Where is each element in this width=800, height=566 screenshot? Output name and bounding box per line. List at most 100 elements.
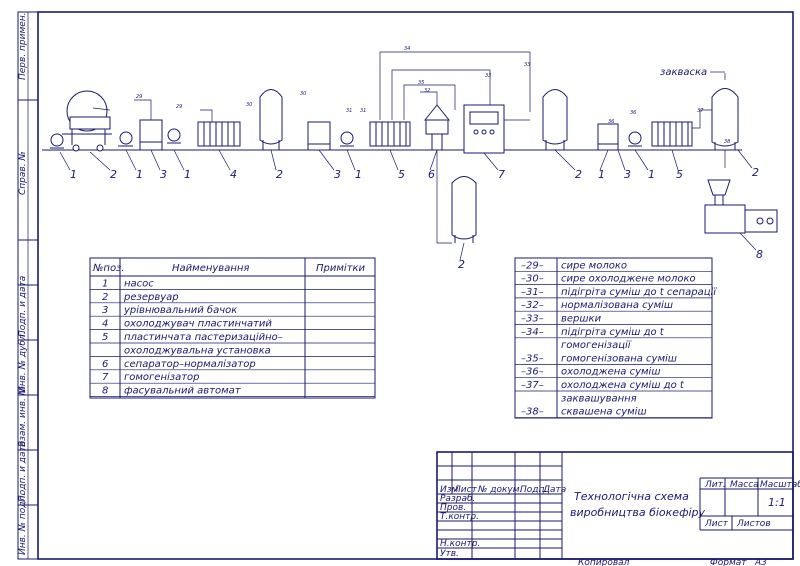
- legend-row-text: охолоджена суміш до t: [561, 379, 685, 391]
- equipment-row-name: пластинчата пастеризаційно–: [124, 331, 283, 343]
- margin-label-inv-podl: Инв. № подл.: [18, 493, 28, 555]
- equipment-number-label: 5: [398, 168, 405, 181]
- tb-listov: Листов: [736, 519, 771, 529]
- tb-format-value: А3: [754, 558, 767, 566]
- equipment-number-label: 3: [160, 168, 167, 181]
- stream-line-34: [391, 69, 491, 120]
- equipment-table-header-pos: №поз.: [92, 263, 125, 274]
- stream-number-tag: 37: [697, 108, 704, 114]
- tb-list: Лист: [453, 485, 478, 495]
- stream-number-tag: 30: [300, 91, 306, 97]
- legend-row-code: –34–: [521, 327, 544, 338]
- balance-tank-3c: [597, 123, 619, 150]
- equipment-number-label: 2: [752, 166, 759, 179]
- stream-number-tag: 36: [608, 119, 614, 125]
- stream-number-tag: 33: [485, 73, 491, 79]
- stream-number-tag: 29: [136, 94, 142, 100]
- stream-number-tag: 33: [524, 62, 530, 68]
- tb-title-line1: Технологічна схема: [574, 490, 689, 503]
- reservoir-2b: [436, 150, 477, 244]
- equipment-number-label: 6: [428, 168, 435, 181]
- tb-izm: Изм: [440, 485, 459, 495]
- legend-row-text: охолоджена суміш: [561, 366, 660, 378]
- tb-masshtab: Масштаб: [760, 480, 800, 490]
- tb-scale-value: 1:1: [768, 496, 786, 509]
- equipment-table-header-note: Примітки: [316, 262, 366, 274]
- legend-row-code: –36–: [521, 367, 544, 378]
- margin-label-sprav: Справ. №: [18, 151, 28, 195]
- legend-row-text: вершки: [561, 314, 602, 325]
- equipment-number-label: 1: [70, 168, 77, 181]
- margin-label-podp-data-2: Подп. и дата: [18, 441, 28, 502]
- legend-row-text: сквашена суміш: [561, 406, 647, 418]
- legend-row-code: –37–: [521, 380, 544, 391]
- stream-line-31: [379, 51, 531, 120]
- equipment-number-label: 2: [458, 258, 465, 271]
- stream-line-32: [403, 84, 456, 120]
- equipment-number-label: 1: [184, 168, 191, 181]
- stream-number-tag: 34: [404, 46, 410, 52]
- equipment-row-pos: 2: [102, 292, 108, 303]
- equipment-row-pos: 5: [102, 332, 108, 343]
- pump-1d: [340, 131, 354, 147]
- tb-doc-no: № докум.: [477, 485, 522, 495]
- tb-kopiroval: Копировал: [578, 558, 630, 566]
- fermentation-tank-2d: [711, 73, 739, 150]
- legend-row-text: гомогенізації: [561, 339, 632, 351]
- equipment-row-name: гомогенізатор: [124, 371, 200, 383]
- equipment-row-pos: 7: [102, 372, 109, 383]
- legend-row-text: заквашування: [561, 393, 637, 404]
- legend-row-code: –31–: [521, 287, 544, 298]
- stream-number-tag: 36: [630, 110, 636, 116]
- legend-row-code: –38–: [521, 407, 544, 418]
- tb-data: Дата: [542, 485, 566, 495]
- stream-number-tag: 35: [418, 80, 424, 86]
- pasteurizer-5b: [651, 121, 693, 147]
- homogenizer-7: [463, 104, 505, 154]
- stream-number-tag: 31: [346, 108, 352, 114]
- equipment-row-name: охолоджувальна установка: [124, 345, 271, 356]
- margin-label-podp-data: Подп. и дата: [18, 276, 28, 337]
- tb-podp: Подп.: [520, 485, 547, 495]
- equipment-row-pos: 6: [102, 359, 108, 370]
- legend-row-code: –29–: [521, 260, 544, 271]
- equipment-number-label: 1: [355, 168, 362, 181]
- pump-1e: [628, 131, 642, 147]
- pasteurizer-5a: [369, 121, 411, 147]
- margin-label-vzam-inv: Взам. инв. №: [18, 386, 28, 447]
- equipment-row-name: охолоджувач пластинчатий: [124, 319, 272, 330]
- tb-format: Формат: [710, 558, 747, 566]
- margin-label-perv-primen: Перв. примен.: [18, 12, 28, 80]
- plate-cooler-4: [197, 109, 241, 147]
- equipment-number-label: 3: [624, 168, 631, 181]
- tb-prov: Пров.: [440, 503, 466, 513]
- separator-6: [420, 91, 451, 150]
- equipment-table: [89, 257, 376, 399]
- stream-number-tag: 31: [360, 108, 366, 114]
- equipment-number-label: 1: [136, 168, 143, 181]
- equipment-row-pos: 8: [102, 386, 108, 397]
- tb-razrab: Разраб.: [440, 494, 475, 504]
- margin-label-inv-dubl: Инв. № дубл.: [18, 331, 28, 393]
- tb-nkontr: Н.контр.: [440, 539, 480, 549]
- equipment-row-name: фасувальний автомат: [124, 386, 242, 397]
- balance-tank-3a: [134, 99, 163, 150]
- legend-row-text: сире молоко: [561, 260, 627, 271]
- legend-row-text: підігріта суміш до t: [561, 326, 665, 338]
- equipment-row-name: урівнювальний бачок: [123, 304, 237, 316]
- equipment-row-name: резервуар: [123, 292, 179, 303]
- equipment-row-name: насос: [124, 278, 154, 289]
- equipment-number-label: 1: [598, 168, 605, 181]
- legend-row-code: –32–: [521, 300, 544, 311]
- tb-massa: Масса: [730, 480, 759, 490]
- tb-utv: Утв.: [440, 549, 459, 559]
- tb-list-label: Лист: [704, 519, 729, 529]
- legend-row-text: підігріта суміш до t сепарації: [561, 286, 717, 298]
- legend-row-text: нормалізована суміш: [561, 299, 673, 311]
- equipment-number-label: 1: [648, 168, 655, 181]
- tb-lit: Лит.: [704, 480, 726, 490]
- legend-row-text: сире охолоджене молоко: [561, 274, 696, 285]
- stream-number-tag: 30: [246, 102, 252, 108]
- tb-title-line2: виробництва біокефіру: [570, 506, 706, 519]
